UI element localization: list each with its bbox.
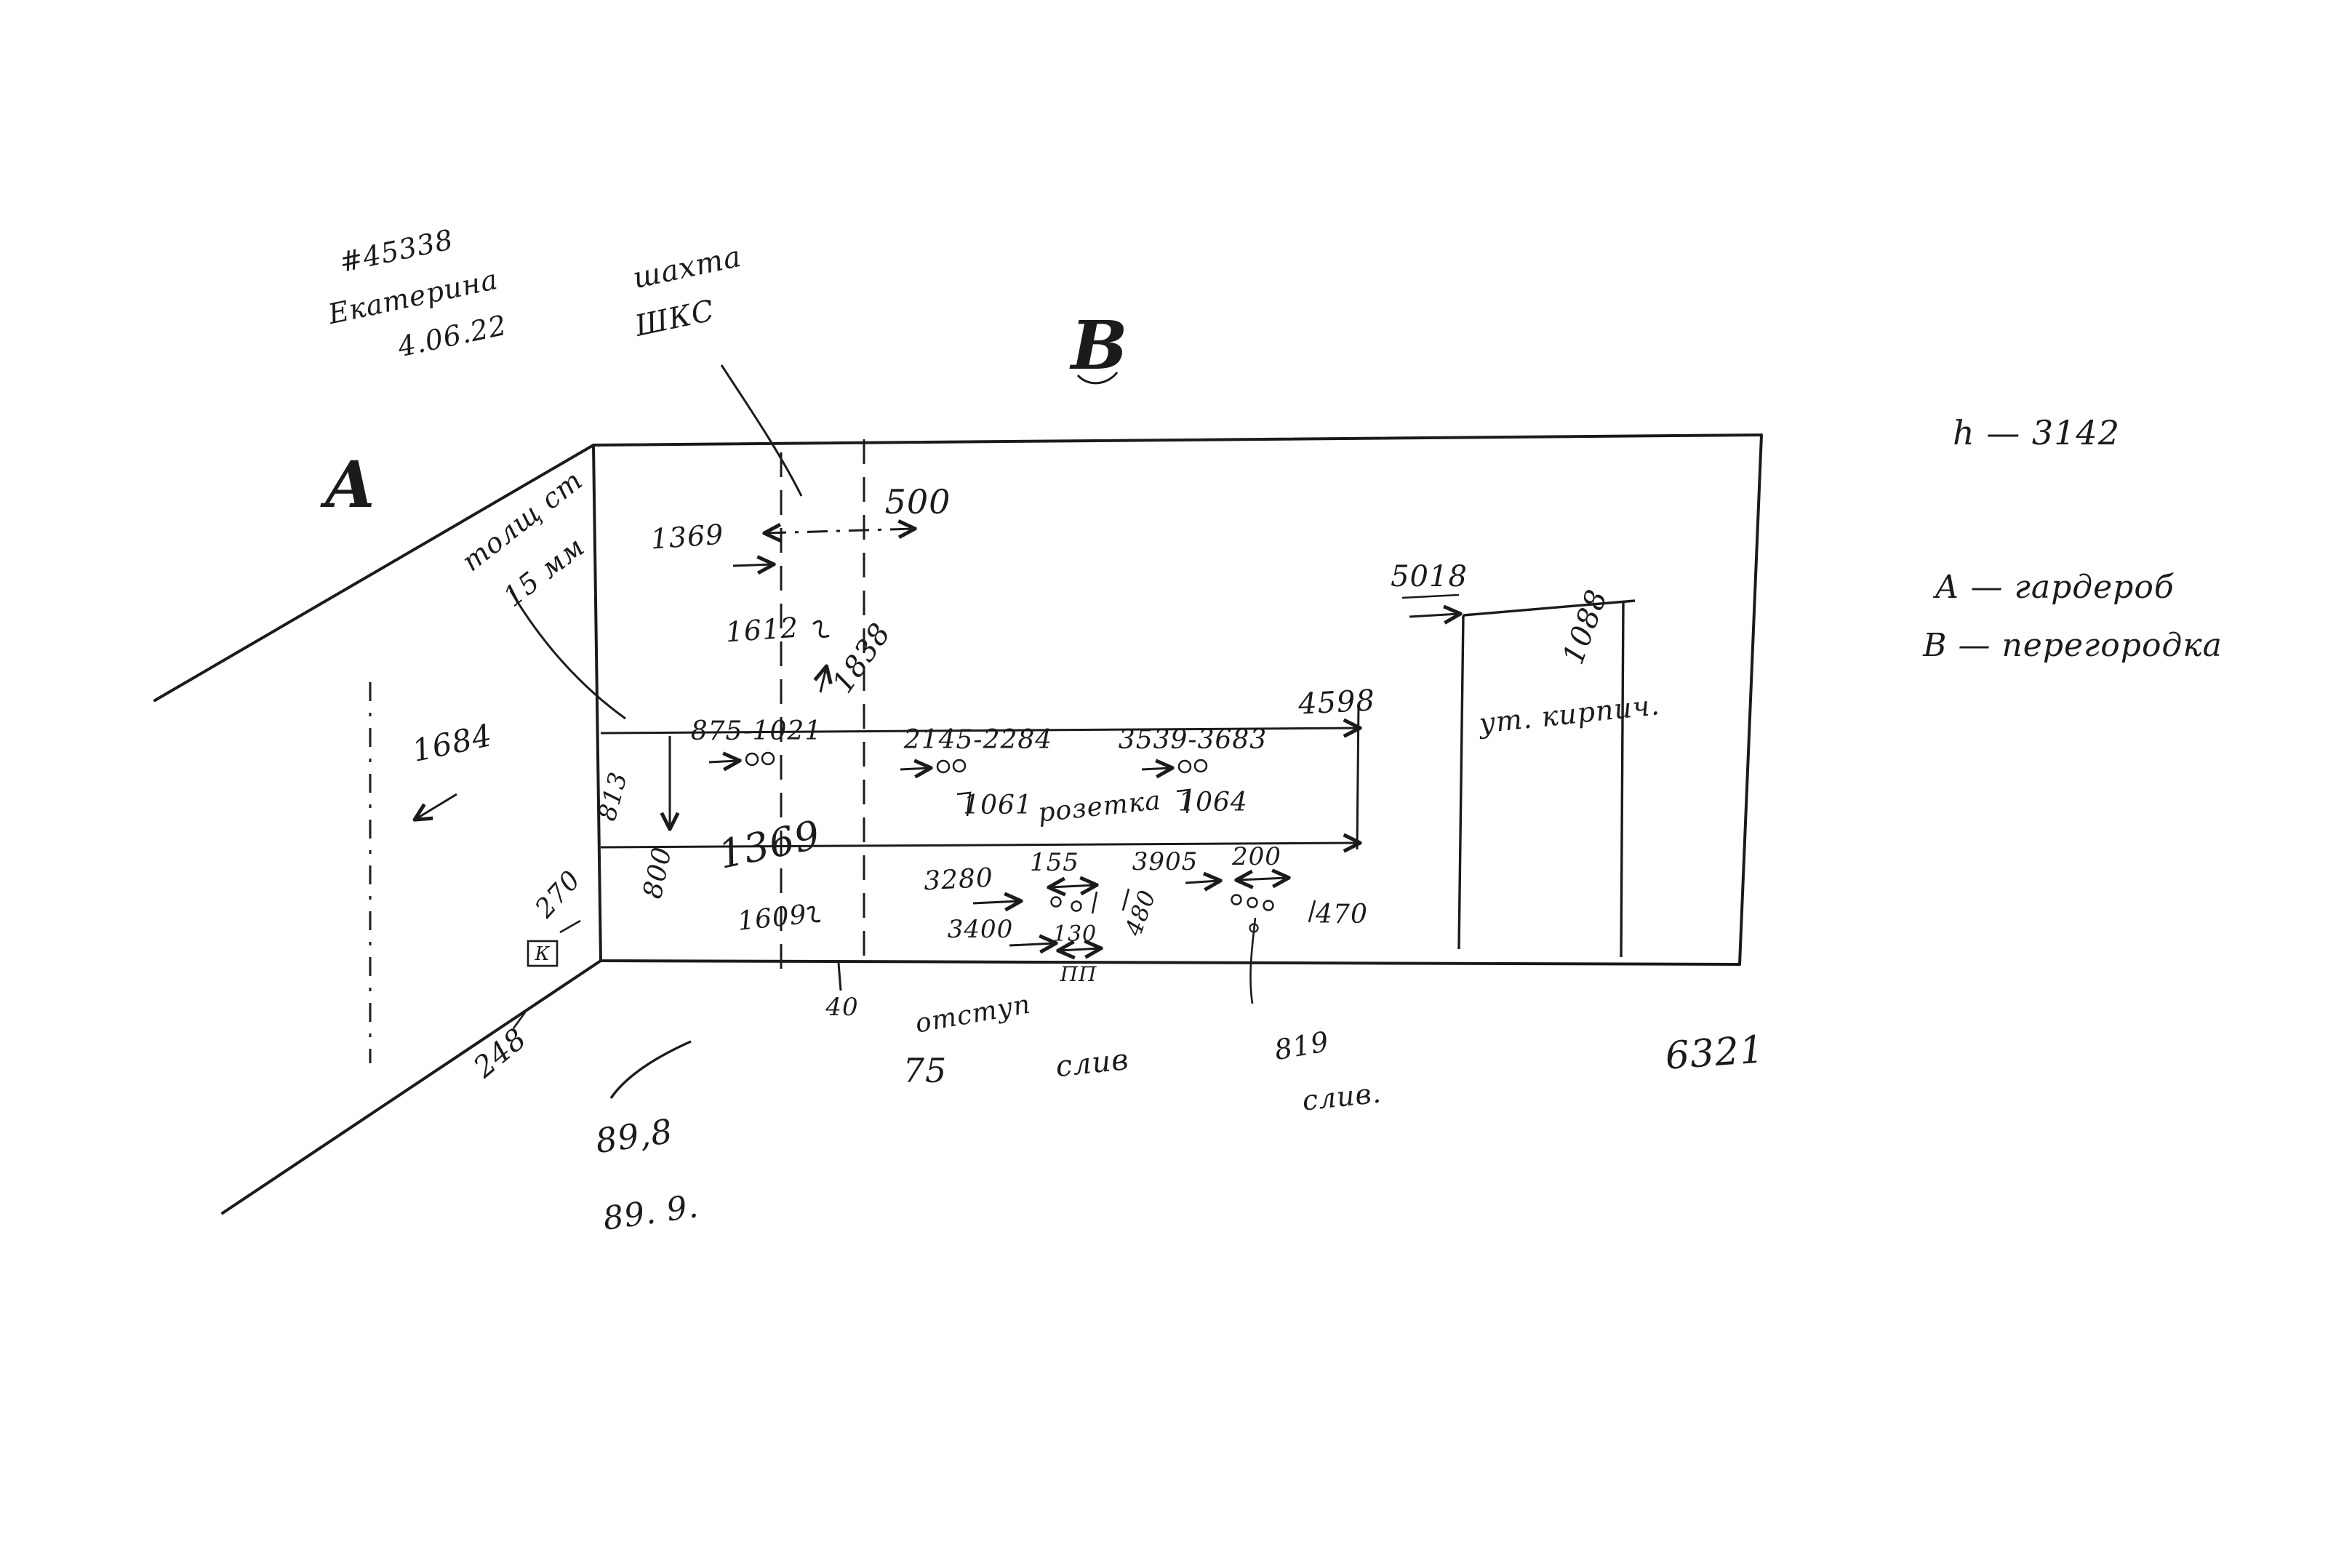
socket-icon xyxy=(1193,759,1208,773)
dim-5018: 5018 xyxy=(1391,560,1468,593)
socket-group1-arrow xyxy=(708,761,738,762)
dim-40-tick xyxy=(837,962,842,991)
dim-1612-squiggle xyxy=(812,620,830,639)
dim-3400-arrow xyxy=(1009,943,1055,945)
dim-1838-tick xyxy=(820,668,826,693)
dim-470: 470 xyxy=(1316,900,1368,929)
dim-470-tick xyxy=(1308,900,1316,923)
dim-6321: 6321 xyxy=(1663,1028,1767,1079)
dim-200-arrow xyxy=(1238,878,1287,880)
wall-b-label: В xyxy=(1071,306,1129,385)
sliv-leader-line xyxy=(1249,917,1257,1004)
socket-icon xyxy=(1263,900,1274,911)
socket-icon xyxy=(745,752,759,767)
wall-a-bottom-edge xyxy=(221,959,602,1215)
dim-1064-tick xyxy=(1176,788,1191,814)
dim-3905-arrow xyxy=(1185,881,1219,883)
thickness-leader-line xyxy=(509,590,626,720)
k-box-label: К xyxy=(535,943,551,965)
dim-480-tick xyxy=(1121,888,1130,911)
dim-1609: 1609 xyxy=(736,900,809,937)
socket-band-bottom-line xyxy=(600,843,1359,847)
socket-band-right-boundary xyxy=(1356,703,1360,850)
dim-4598: 4598 xyxy=(1297,684,1377,721)
brick-column-top-line xyxy=(1463,599,1636,617)
flourish-curve xyxy=(609,1040,692,1099)
socket-icon xyxy=(1231,894,1242,905)
dim-1612: 1612 xyxy=(724,611,800,649)
dim-1369-top: 1369 xyxy=(649,518,725,556)
pp-note: ПП xyxy=(1060,962,1097,986)
dim-40: 40 xyxy=(825,993,859,1022)
socket-icon xyxy=(952,759,967,773)
dim-130: 130 xyxy=(1052,921,1097,947)
dim-200: 200 xyxy=(1232,842,1281,871)
socket-icon xyxy=(936,759,951,774)
wall-b-outline xyxy=(592,433,1763,966)
k-box xyxy=(527,940,559,967)
brick-column-right-line xyxy=(1620,601,1625,958)
legend-height: h — 3142 xyxy=(1953,413,2120,452)
dim-248-tick xyxy=(512,1012,527,1029)
socket-icon xyxy=(1071,900,1082,912)
dim-1064: 1064 xyxy=(1178,788,1248,817)
dim-500-line xyxy=(766,529,913,533)
dim-1061: 1061 xyxy=(963,791,1033,820)
legend-wall-b: В — перегородка xyxy=(1923,627,2223,664)
dim-1684-arrow xyxy=(416,793,457,819)
dim-5018-underline xyxy=(1401,593,1460,599)
socket-range-1: 875-1021 xyxy=(690,716,823,746)
socket-icon xyxy=(1050,896,1062,908)
note-89-8: 89,8 xyxy=(593,1111,676,1161)
dim-75: 75 xyxy=(903,1051,948,1090)
socket-group2-arrow xyxy=(900,768,929,769)
dim-3905: 3905 xyxy=(1132,847,1199,876)
socket-group3-arrow xyxy=(1141,768,1171,769)
dim-3280-arrow xyxy=(972,901,1020,903)
sliv-note-1: слив xyxy=(1054,1042,1131,1084)
socket-icon xyxy=(1247,897,1258,908)
socket-icon xyxy=(761,751,775,766)
dim-5018-arrow xyxy=(1409,614,1459,617)
dim-130-arrow xyxy=(1060,948,1100,951)
brick-column-left-line xyxy=(1457,615,1465,950)
shaft-leader-line xyxy=(720,364,803,497)
dim-155-arrow xyxy=(1050,885,1095,887)
dim-480-lead-tick xyxy=(1091,891,1098,914)
socket-icon xyxy=(1177,759,1192,774)
socket-range-3: 3539-3683 xyxy=(1118,725,1268,755)
dim-1609-squiggle xyxy=(807,905,821,923)
socket-band-top-line xyxy=(600,728,1359,733)
legend-wall-a: А — гардероб xyxy=(1935,569,2175,606)
dim-270-tick xyxy=(559,919,581,934)
dim-155: 155 xyxy=(1030,848,1079,877)
dim-1369-top-arrow xyxy=(732,564,772,566)
dim-3400: 3400 xyxy=(947,915,1014,944)
wall-a-top-edge xyxy=(153,444,595,702)
wall-a-label: А xyxy=(324,447,377,522)
dim-1061-tick xyxy=(956,791,972,817)
dim-500: 500 xyxy=(884,482,951,521)
socket-range-2: 2145-2284 xyxy=(903,725,1053,755)
sliv-note-2: слив. xyxy=(1300,1076,1383,1117)
wall-b-label-swash xyxy=(1076,372,1119,385)
dim-3280: 3280 xyxy=(923,863,994,897)
